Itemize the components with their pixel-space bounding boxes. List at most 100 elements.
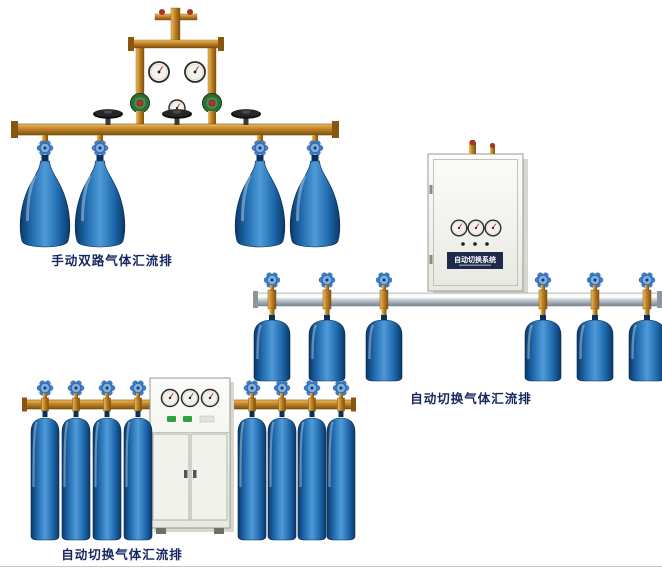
station xyxy=(575,272,615,383)
gas-cylinder xyxy=(575,318,615,383)
pressure-gauge xyxy=(467,219,485,237)
figure-manual-dual-manifold xyxy=(11,7,342,249)
pipe-collar xyxy=(379,289,389,310)
cabinet-sublabel-line xyxy=(459,264,491,266)
cylinder-neck xyxy=(311,155,319,162)
cylinder-nipple xyxy=(97,135,103,144)
gas-cylinder xyxy=(296,416,328,542)
main-manifold-pipe xyxy=(14,123,336,136)
inlet-valve-knob xyxy=(187,9,193,15)
gas-cylinder xyxy=(266,416,298,542)
station xyxy=(296,380,328,542)
pressure-gauge xyxy=(184,61,206,83)
gas-cylinder xyxy=(325,416,357,542)
cylinder-neck xyxy=(96,155,104,162)
valve-stem xyxy=(105,117,111,125)
pipe-collar xyxy=(278,397,286,412)
gas-cylinder xyxy=(91,416,123,542)
cylinder-valve-wheel xyxy=(36,140,54,156)
valve-stem xyxy=(645,285,649,291)
left-drop-pipe xyxy=(135,47,145,99)
gas-cylinder xyxy=(627,318,662,383)
valve-stem xyxy=(105,393,109,401)
panel-divider xyxy=(150,432,230,433)
door-hinge xyxy=(429,255,433,264)
control-cabinet xyxy=(149,377,234,534)
cylinder-valve-wheel xyxy=(91,140,109,156)
black-handwheel-valve xyxy=(231,109,261,119)
cylinder-stations xyxy=(253,272,662,383)
black-handwheel-valve xyxy=(162,109,192,119)
pipe-end-cap xyxy=(332,121,339,138)
gas-regulator xyxy=(202,93,222,113)
cylinder-connections xyxy=(36,135,324,162)
cylinder-nipple xyxy=(257,135,263,144)
top-valve-knob xyxy=(469,140,476,146)
cabinet-foot xyxy=(214,528,224,534)
control-cabinet: 自动切换系统 xyxy=(427,140,528,296)
cylinder-neck xyxy=(279,411,285,417)
pressure-gauge xyxy=(484,219,502,237)
pressure-regulators xyxy=(130,61,222,125)
cabinet-foot xyxy=(156,528,166,534)
pipe-collar xyxy=(322,289,332,310)
valve-stem xyxy=(43,393,47,401)
station xyxy=(266,380,298,542)
valve-stem xyxy=(243,117,249,125)
pipe-collar xyxy=(267,289,277,310)
valve-stem xyxy=(74,393,78,401)
valve-stem xyxy=(325,285,329,291)
figure-caption-auto-floor: 自动切换气体汇流排 xyxy=(61,547,183,562)
door-handle xyxy=(193,470,197,478)
cylinder-neck xyxy=(256,155,264,162)
station xyxy=(364,272,404,383)
pigtail xyxy=(324,309,330,316)
figure-auto-switch-manifold-floor xyxy=(22,377,357,542)
pressure-gauge xyxy=(160,388,180,408)
valve-stem xyxy=(250,393,254,401)
valve-stem xyxy=(174,117,180,125)
cylinder-neck xyxy=(338,411,344,417)
valve-stem xyxy=(280,393,284,401)
pigtail xyxy=(540,309,546,316)
pigtail xyxy=(644,309,650,316)
pressure-gauge xyxy=(180,388,200,408)
indicator-light xyxy=(473,242,477,246)
cabinet-door xyxy=(433,159,518,286)
pressure-gauge xyxy=(450,219,468,237)
gas-cylinder xyxy=(18,159,72,249)
regulator-stem xyxy=(208,111,216,125)
figure-caption-manual-manifold: 手动双路气体汇流排 xyxy=(51,253,173,268)
pipe-collar xyxy=(103,397,111,412)
panel-label-plate xyxy=(199,415,215,423)
regulator-stem xyxy=(136,111,144,125)
figure-auto-switch-manifold-wall: 自动切换系统 xyxy=(253,140,662,383)
pipe-end-cap xyxy=(11,121,18,138)
outlet-riser-pipe xyxy=(170,7,181,45)
right-drop-pipe xyxy=(207,47,217,99)
cylinder-neck xyxy=(381,315,387,320)
station xyxy=(236,380,268,542)
cylinder-neck xyxy=(592,315,598,320)
indicator-light xyxy=(461,242,465,246)
gas-cylinder xyxy=(523,318,563,383)
cylinder-neck xyxy=(42,411,48,417)
inlet-valve-knob xyxy=(159,9,165,15)
station xyxy=(29,380,61,542)
pipe-collar xyxy=(72,397,80,412)
pipe-collar xyxy=(538,289,548,310)
top-inlet-assembly xyxy=(128,7,224,99)
station xyxy=(60,380,92,542)
page-bottom-divider xyxy=(0,566,662,567)
door-hinge xyxy=(429,185,433,194)
green-indicator xyxy=(167,416,176,422)
valve-stem xyxy=(136,393,140,401)
valve-stem xyxy=(541,285,545,291)
pipe-collar xyxy=(248,397,256,412)
cylinder-neck xyxy=(644,315,650,320)
door-handle xyxy=(184,470,188,478)
cylinder-neck xyxy=(135,411,141,417)
pipe-collar xyxy=(337,397,345,412)
black-handwheel-valve xyxy=(93,109,123,119)
gas-cylinder xyxy=(29,416,61,542)
